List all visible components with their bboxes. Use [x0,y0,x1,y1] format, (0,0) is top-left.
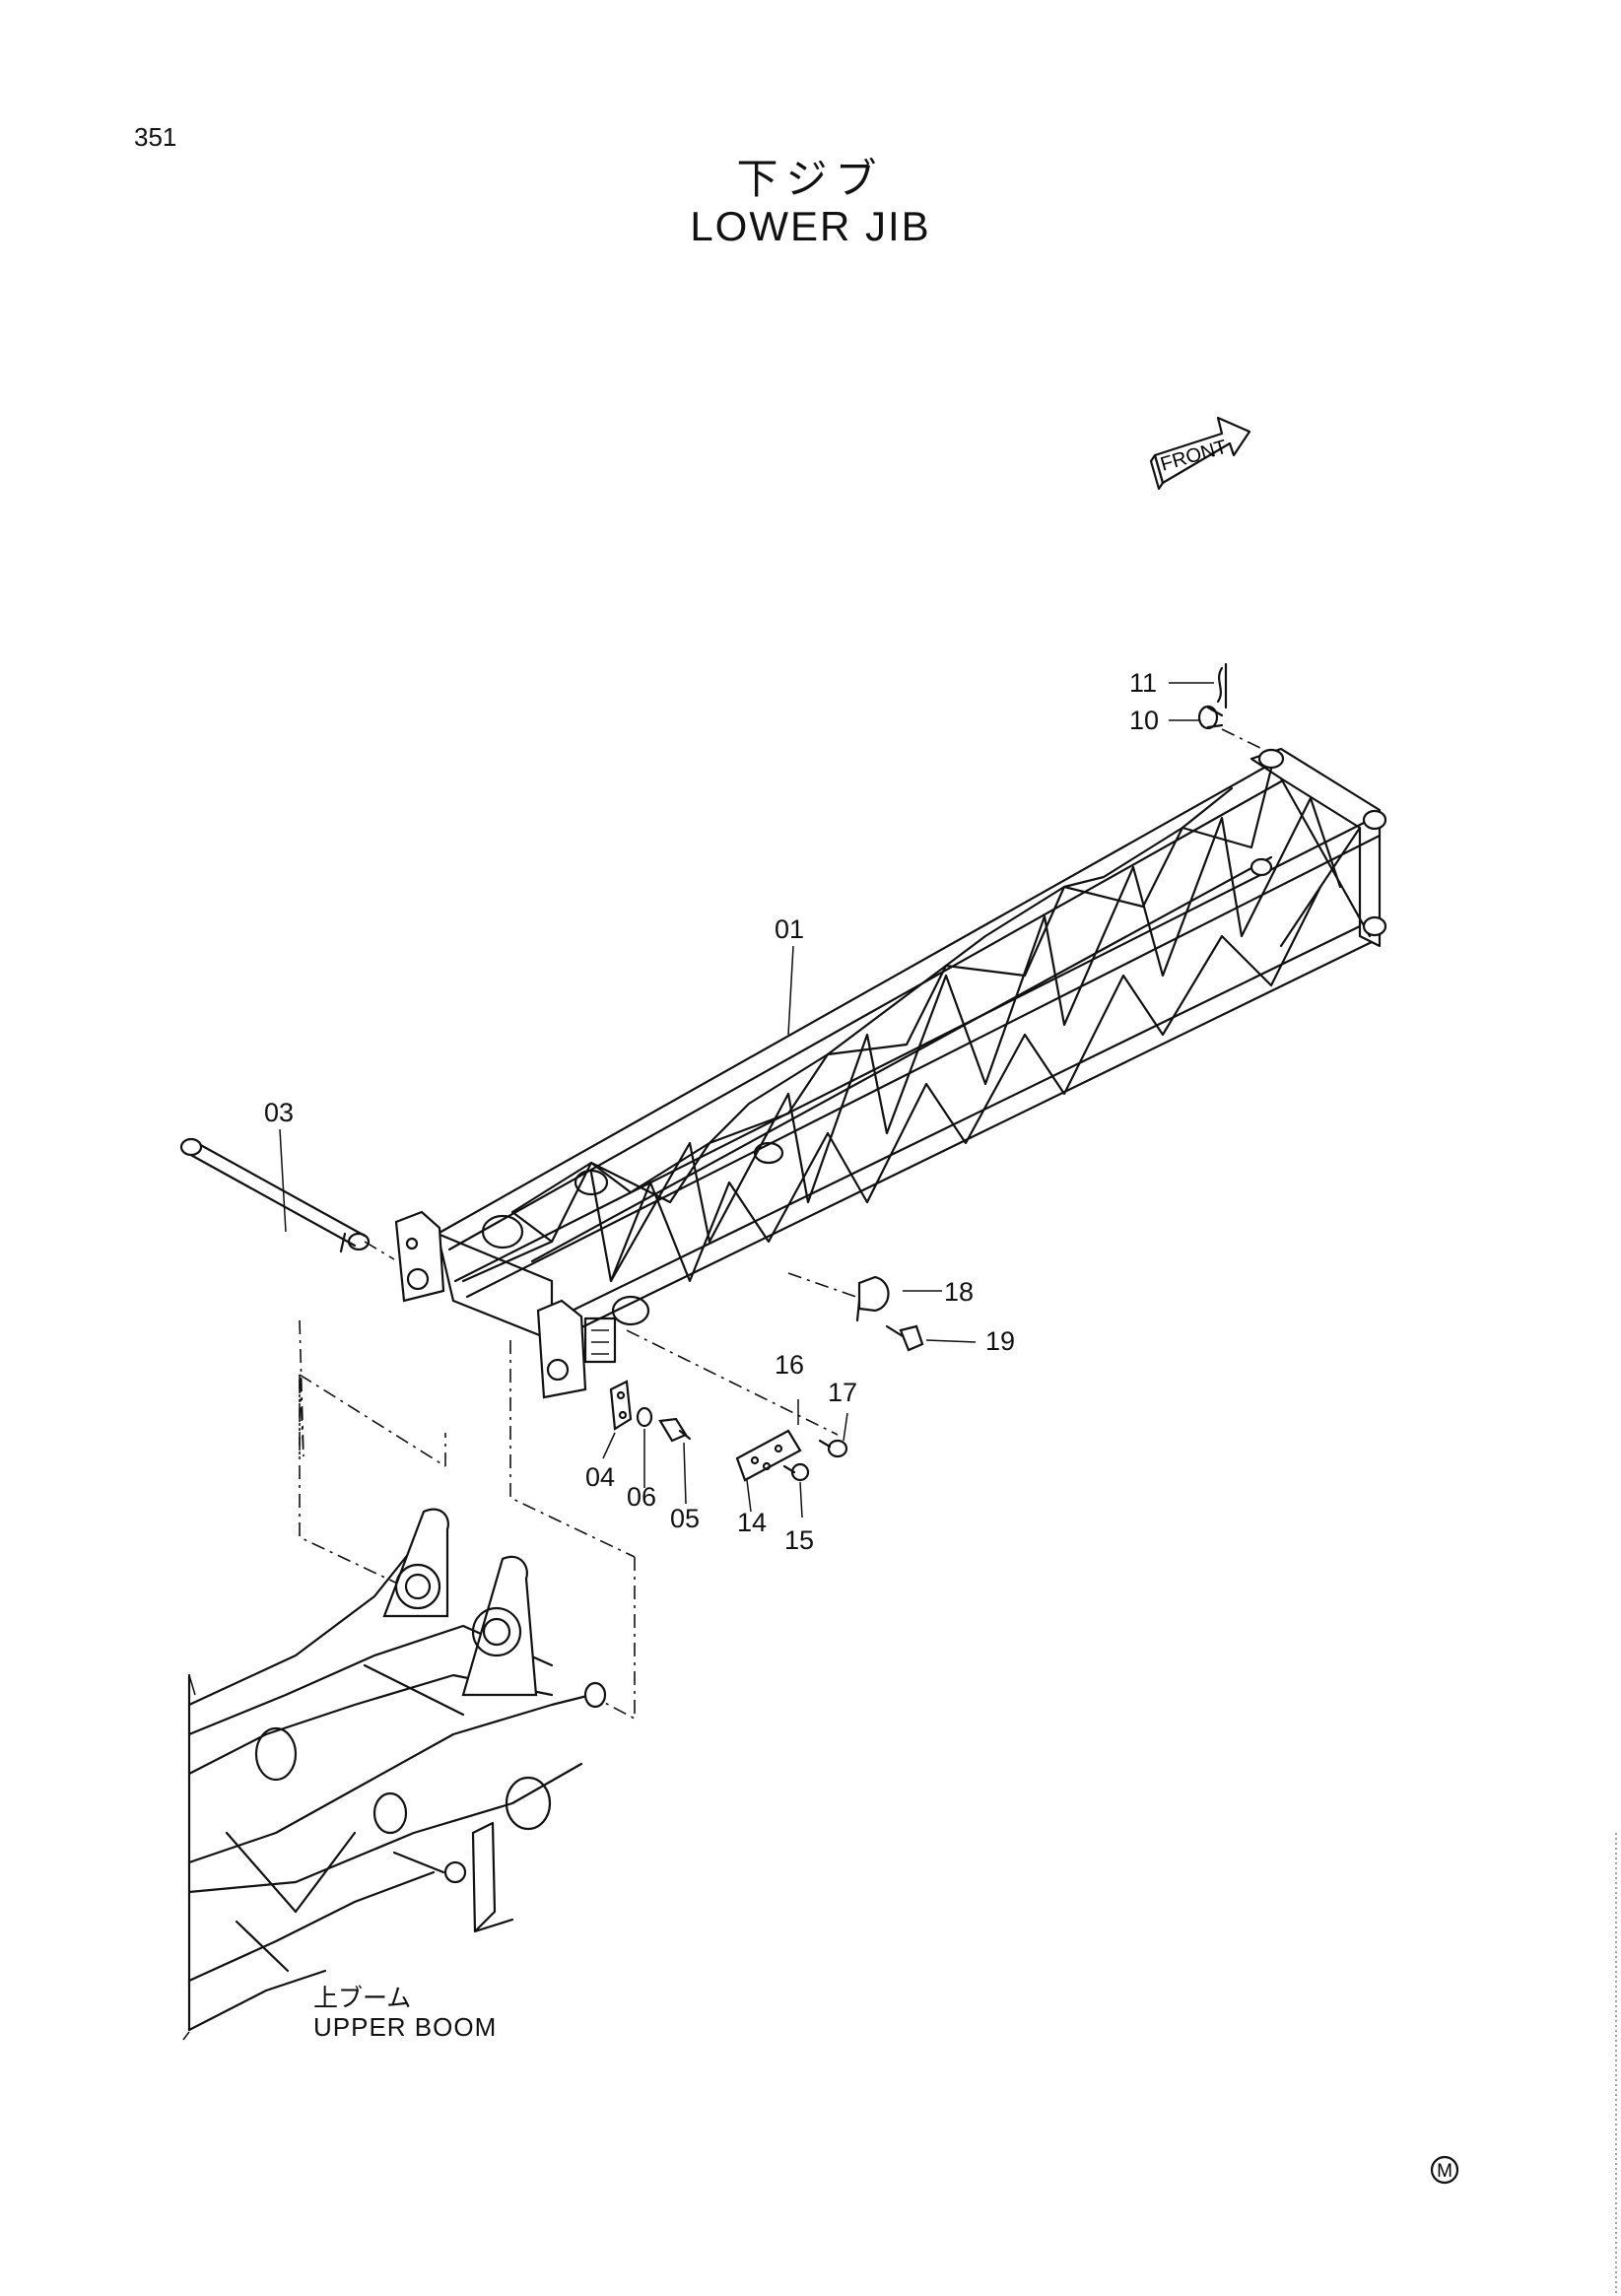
callout-04: 04 [585,1462,616,1492]
bolt-19 [885,1324,924,1352]
upper-boom-drawing [182,1508,607,2041]
title-english: LOWER JIB [690,203,931,249]
callout-10: 10 [1129,706,1160,735]
connection-frame [299,1319,636,1721]
front-arrow-icon: FRONT [1149,416,1251,491]
clamp-18 [855,1275,890,1322]
callout-05: 05 [670,1504,701,1533]
upper-boom-label-jp: 上ブーム [313,1984,412,2012]
bolt-05 [658,1417,692,1443]
callout-11: 11 [1129,668,1158,698]
callout-03: 03 [264,1098,295,1127]
plate-04 [609,1380,633,1431]
callout-17: 17 [828,1378,858,1407]
mark-letter: M [1437,2161,1452,2182]
page-number: 351 [134,122,177,152]
lower-jib-lattice [436,747,1387,1342]
callout-01: 01 [775,914,805,944]
pin-10 [1197,705,1224,730]
callout-14: 14 [737,1508,768,1537]
plate-14 [735,1429,802,1482]
callout-16: 16 [775,1350,805,1380]
callout-19: 19 [985,1326,1016,1356]
callout-18: 18 [944,1277,975,1307]
washer-06 [636,1406,653,1428]
clip-11 [1216,662,1228,709]
circled-m-icon: M [1430,2155,1459,2185]
screw-17 [818,1439,848,1458]
root-bracket-left [394,1210,445,1303]
upper-boom-label-en: UPPER BOOM [313,2012,498,2042]
screw-15 [782,1462,810,1482]
callout-15: 15 [784,1525,815,1555]
pin-03 [179,1137,371,1253]
root-bracket-right [536,1299,617,1399]
title-japanese: 下ジブ [736,155,885,203]
callout-06: 06 [627,1482,657,1512]
